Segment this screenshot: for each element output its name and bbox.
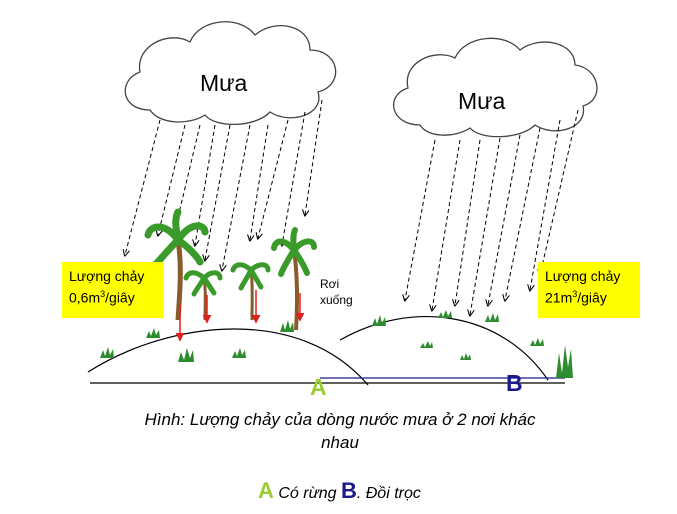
hill-b (339, 316, 549, 381)
cloud-right-shape (393, 37, 598, 138)
grass-tufts (100, 310, 573, 378)
flow-box-right-value: 21m3/giây (545, 289, 607, 306)
legend: A Có rừng B. Đồi trọc (258, 478, 421, 504)
fall-label-line1: Rơi (320, 277, 340, 291)
fall-label: Rơi xuống (320, 276, 353, 308)
cloud-right-label: Mưa (458, 88, 506, 114)
fall-label-line2: xuống (320, 293, 353, 307)
hill-a (87, 328, 369, 386)
flow-box-left-title: Lượng chảy (69, 268, 145, 284)
caption-line2: nhau (321, 433, 359, 452)
falling-arrows (175, 290, 305, 342)
cloud-left-shape (124, 21, 337, 126)
legend-a-text: Có rừng (273, 485, 341, 502)
flow-box-right-title: Lượng chảy (545, 268, 621, 284)
legend-b-letter: B (340, 478, 357, 503)
cloud-left-label: Mưa (200, 70, 248, 96)
legend-b-text: . Đồi trọc (356, 485, 421, 502)
rain-arrows-right (405, 109, 579, 315)
flow-box-left-value: 0,6m3/giây (69, 289, 135, 306)
palm-trees (144, 208, 317, 331)
figure-caption: Hình: Lượng chảy của dòng nước mưa ở 2 n… (60, 408, 620, 454)
flow-box-right: Lượng chảy 21m3/giây (538, 262, 640, 318)
flow-box-left: Lượng chảy 0,6m3/giây (62, 262, 164, 318)
caption-line1: Hình: Lượng chảy của dòng nước mưa ở 2 n… (144, 410, 536, 429)
legend-a-letter: A (258, 478, 274, 503)
hill-b-letter: B (506, 370, 523, 396)
hill-a-letter: A (310, 374, 327, 400)
